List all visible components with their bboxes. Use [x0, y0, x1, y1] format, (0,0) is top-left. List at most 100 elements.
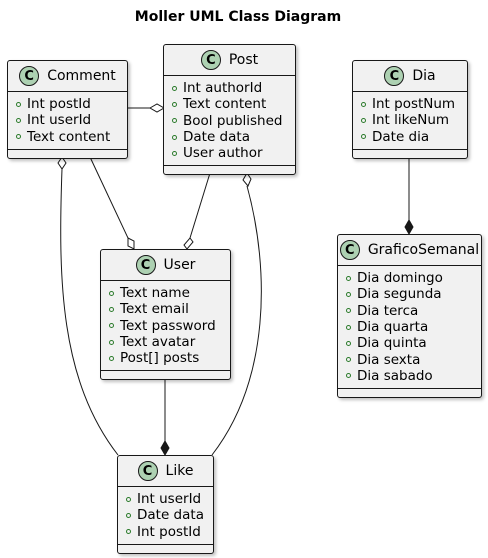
class-c-icon: C: [137, 461, 158, 481]
public-visibility-icon: [109, 355, 114, 361]
attribute-row: Dia quarta: [338, 319, 481, 335]
class-graficosemanal[interactable]: C GraficoSemanal Dia domingo Dia segunda…: [337, 234, 482, 399]
class-c-icon: C: [135, 255, 156, 275]
class-header: C Post: [164, 45, 295, 76]
public-visibility-icon: [346, 291, 351, 297]
attribute-row: Text avatar: [101, 334, 230, 350]
attribute-row: Dia terca: [338, 303, 481, 319]
attribute-list: Int postNum Int likeNum Date dia: [353, 92, 467, 150]
attribute-row: Dia sexta: [338, 351, 481, 368]
attribute-row: Text content: [8, 129, 127, 145]
public-visibility-icon: [346, 275, 351, 281]
attribute-list: Dia domingo Dia segunda Dia terca Dia qu…: [338, 266, 481, 390]
attribute-text: Int likeNum: [372, 112, 450, 129]
class-name: Post: [228, 52, 259, 68]
public-visibility-icon: [346, 308, 351, 314]
attribute-text: Dia quinta: [357, 335, 427, 352]
attribute-text: Text content: [183, 96, 267, 113]
public-visibility-icon: [361, 134, 366, 140]
attribute-text: Text password: [120, 317, 216, 334]
relation-comment-like: [57, 156, 119, 456]
attribute-row: Text email: [101, 301, 230, 317]
attribute-row: Int postNum: [353, 96, 467, 112]
attribute-text: Int authorId: [183, 80, 263, 97]
attribute-text: Int postNum: [372, 96, 456, 113]
public-visibility-icon: [126, 512, 131, 518]
attribute-row: Int postId: [8, 96, 127, 112]
composition-diamond: [160, 439, 170, 457]
class-c-icon: C: [339, 240, 360, 260]
attribute-list: Int postId Int userId Text content: [8, 92, 127, 150]
method-list: [118, 545, 213, 553]
attribute-text: Text avatar: [120, 334, 196, 351]
class-user[interactable]: C User Text name Text email Text passwor…: [100, 249, 231, 381]
public-visibility-icon: [172, 85, 177, 91]
aggregation-diamond: [183, 237, 194, 250]
class-like[interactable]: C Like Int userId Date data Int postId: [117, 455, 214, 554]
class-comment[interactable]: C Comment Int postId Int userId Text con…: [7, 60, 128, 159]
class-post[interactable]: C Post Int authorId Text content Bool pu…: [163, 44, 296, 176]
attribute-row: Date data: [118, 507, 213, 523]
attribute-row: Dia segunda: [338, 286, 481, 302]
relation-comment-post: [128, 103, 166, 113]
class-dia[interactable]: C Dia Int postNum Int likeNum Date dia: [352, 60, 468, 159]
public-visibility-icon: [346, 357, 351, 363]
public-visibility-icon: [172, 101, 177, 107]
class-name: User: [163, 257, 196, 273]
attribute-text: Int userId: [27, 112, 92, 129]
relation-user-like: [160, 380, 170, 457]
public-visibility-icon: [109, 290, 114, 296]
attribute-list: Text name Text email Text password Text …: [101, 281, 230, 372]
class-header: C Like: [118, 456, 213, 487]
attribute-text: Dia segunda: [357, 286, 442, 303]
method-list: [101, 371, 230, 379]
attribute-text: Dia sabado: [357, 367, 433, 384]
attribute-text: Text content: [27, 128, 111, 145]
attribute-text: User author: [183, 145, 263, 162]
public-visibility-icon: [16, 101, 21, 107]
attribute-row: User author: [164, 145, 295, 161]
attribute-text: Dia terca: [357, 302, 419, 319]
class-c-icon: C: [19, 66, 40, 86]
attribute-text: Int postId: [137, 523, 201, 540]
public-visibility-icon: [172, 134, 177, 140]
attribute-text: Date data: [183, 129, 250, 146]
attribute-text: Text email: [120, 301, 189, 318]
public-visibility-icon: [172, 150, 177, 156]
attribute-row: Text content: [164, 96, 295, 112]
attribute-row: Bool published: [164, 113, 295, 129]
aggregation-diamond: [127, 237, 135, 250]
relation-post-like: [211, 172, 262, 456]
public-visibility-icon: [126, 529, 131, 535]
class-c-icon: C: [384, 66, 405, 86]
public-visibility-icon: [361, 117, 366, 123]
relation-dia-grafico: [404, 157, 414, 236]
aggregation-diamond: [242, 172, 252, 187]
attribute-text: Date data: [137, 507, 204, 524]
attribute-text: Dia domingo: [357, 270, 443, 287]
relation-post-user: [183, 172, 211, 250]
attribute-row: Int userId: [118, 491, 213, 507]
attribute-list: Int authorId Text content Bool published…: [164, 76, 295, 167]
attribute-row: Text password: [101, 318, 230, 334]
attribute-text: Text name: [120, 285, 190, 302]
attribute-row: Dia domingo: [338, 270, 481, 286]
attribute-row: Int likeNum: [353, 112, 467, 128]
attribute-row: Int authorId: [164, 80, 295, 96]
method-list: [338, 389, 481, 397]
class-name: GraficoSemanal: [367, 242, 480, 258]
attribute-list: Int userId Date data Int postId: [118, 487, 213, 545]
method-list: [164, 166, 295, 174]
public-visibility-icon: [126, 496, 131, 502]
diagram-title: Moller UML Class Diagram: [134, 9, 342, 25]
attribute-text: Int postId: [27, 96, 91, 113]
attribute-row: Dia quinta: [338, 335, 481, 351]
public-visibility-icon: [109, 306, 114, 312]
class-header: C Comment: [8, 61, 127, 92]
attribute-row: Date data: [164, 129, 295, 145]
attribute-row: Text name: [101, 285, 230, 301]
public-visibility-icon: [361, 101, 366, 107]
attribute-row: Int userId: [8, 112, 127, 128]
class-header: C User: [101, 250, 230, 281]
